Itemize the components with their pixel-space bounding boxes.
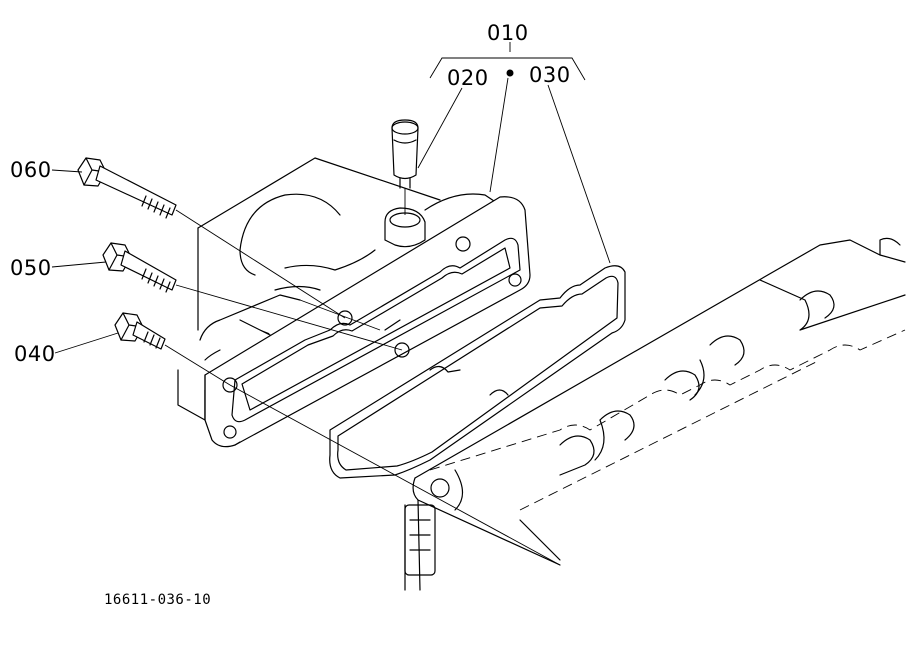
- center-lines: [164, 205, 561, 566]
- bolt-050: [102, 242, 177, 293]
- label-030: 030: [529, 63, 571, 87]
- drawing-number: 16611-036-10: [104, 592, 211, 608]
- bolt-040: [114, 312, 166, 350]
- label-040: 040: [14, 342, 56, 366]
- label-050: 050: [10, 256, 52, 280]
- engine-block: [404, 237, 906, 591]
- pipe-sleeve: [391, 119, 419, 205]
- bolt-060: [77, 157, 177, 219]
- gasket: [329, 265, 626, 479]
- label-010: 010: [487, 21, 529, 45]
- leader-lines: [51, 42, 611, 354]
- label-020: 020: [447, 66, 489, 90]
- assembly-dot: [506, 69, 514, 77]
- label-060: 060: [10, 158, 52, 182]
- flange-plate: [204, 196, 531, 448]
